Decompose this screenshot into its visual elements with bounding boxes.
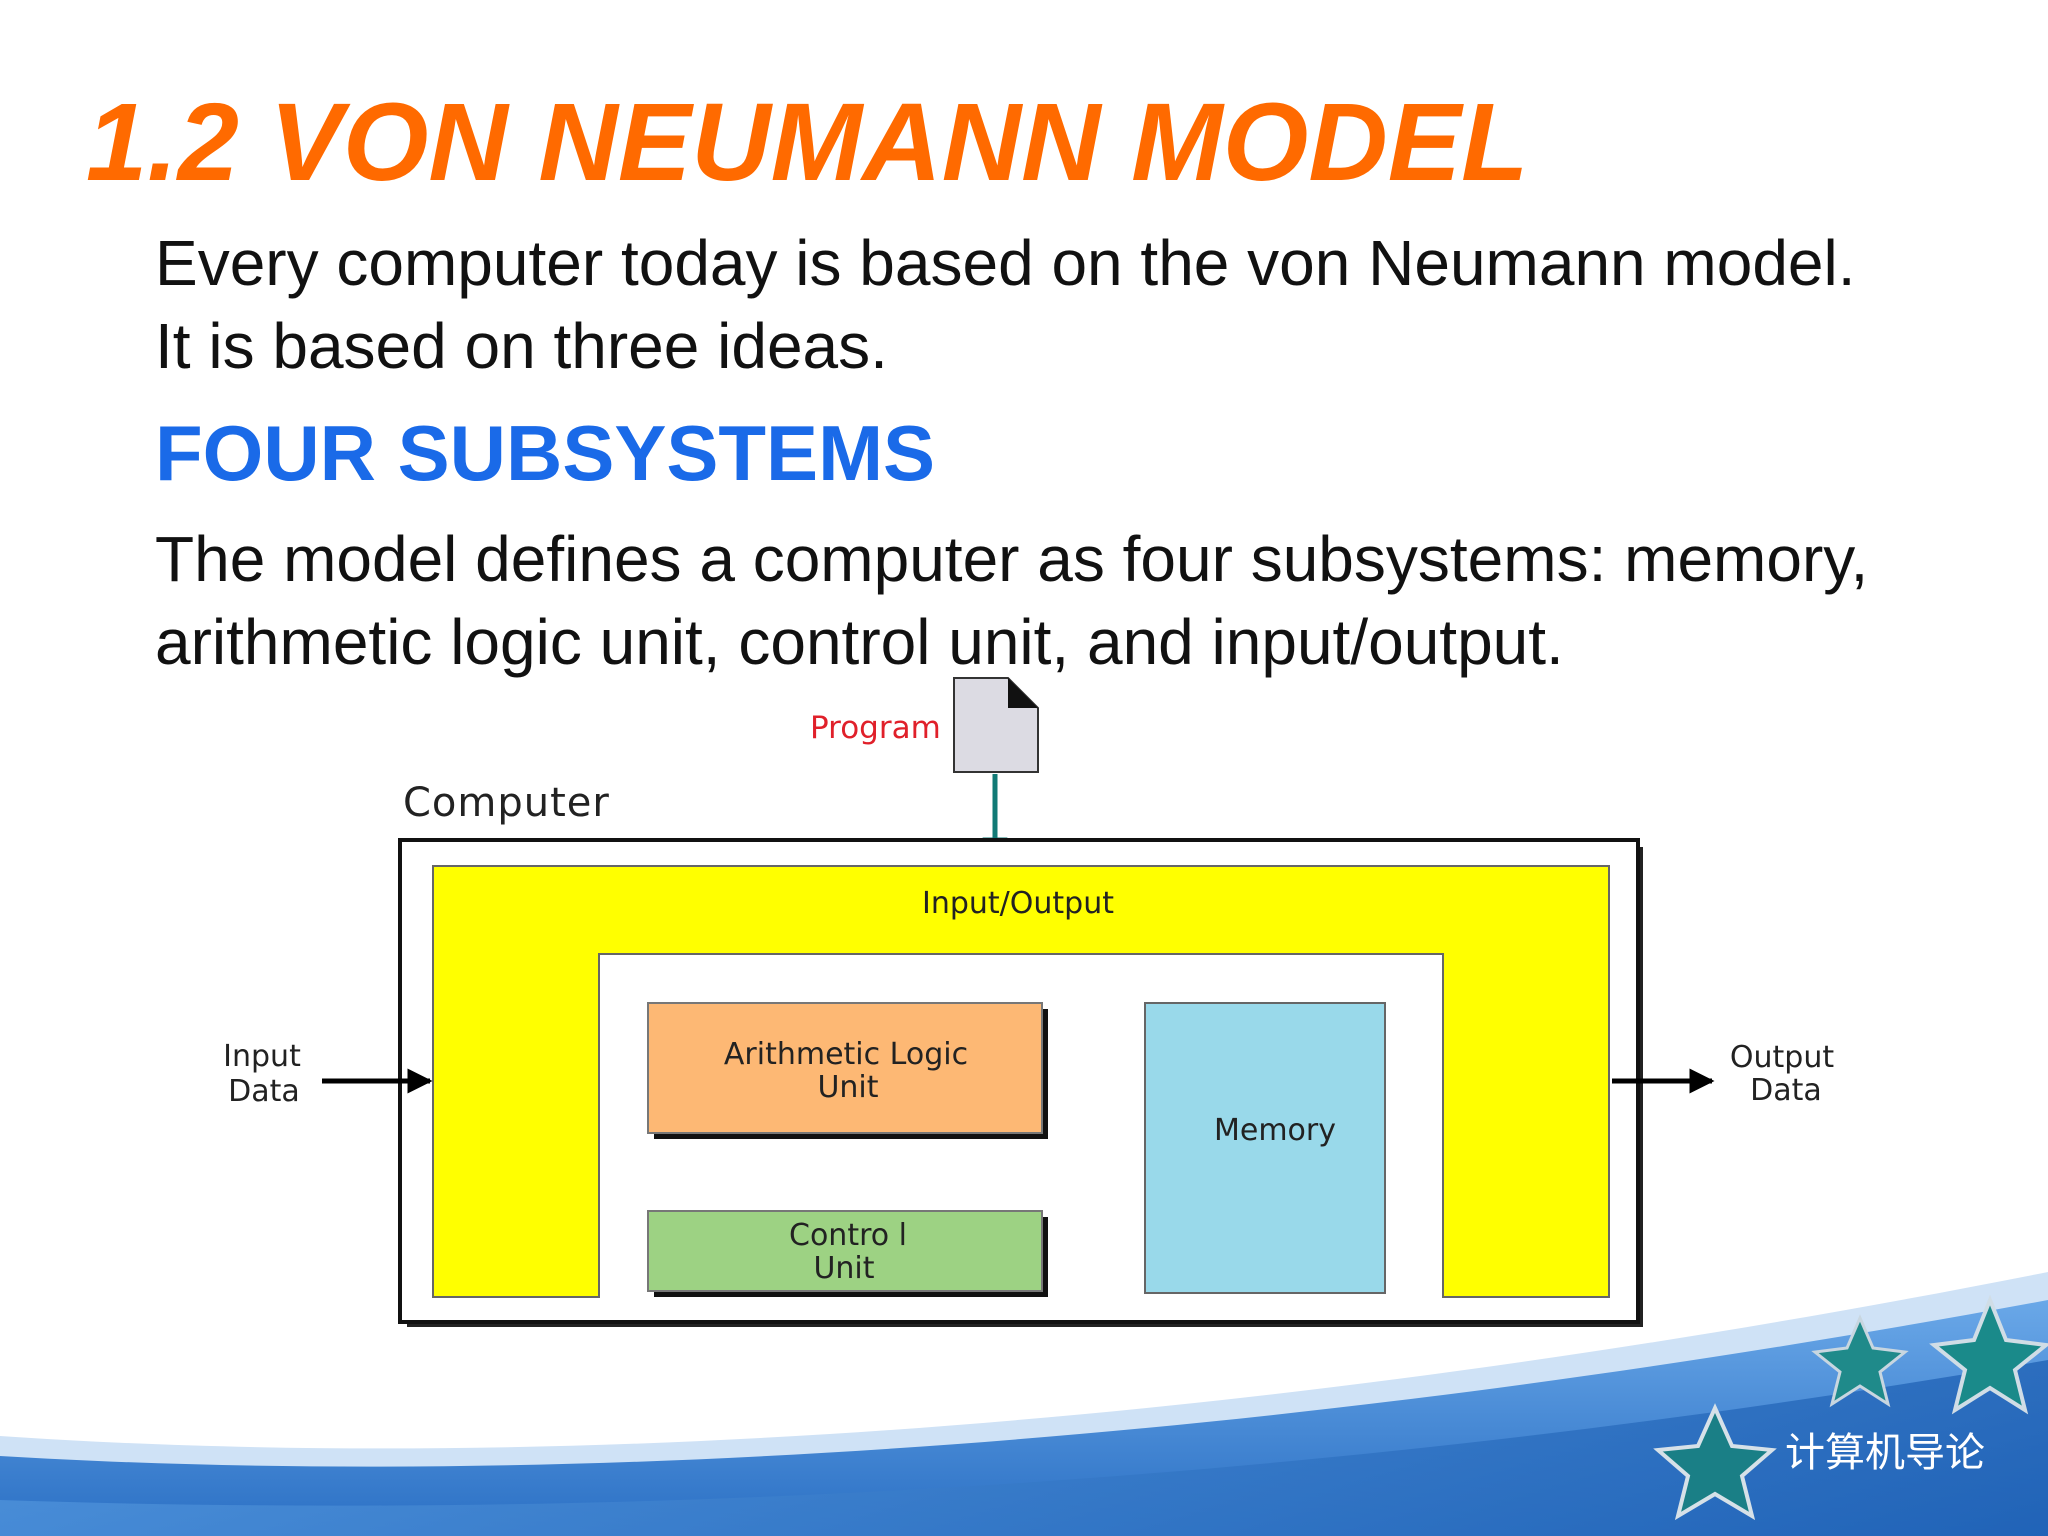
computer-label: Computer bbox=[403, 780, 610, 826]
slide-title: 1.2 VON NEUMANN MODEL bbox=[86, 81, 1529, 204]
memory-unit bbox=[1144, 1002, 1386, 1294]
star-decoration-icon bbox=[1653, 1294, 2048, 1521]
control-unit-label-line-2: Unit bbox=[813, 1251, 874, 1286]
footer-swoosh-dark bbox=[0, 1360, 2048, 1536]
input-data-label-line-2: Data bbox=[228, 1074, 300, 1109]
alu-label-line-2: Unit bbox=[817, 1070, 878, 1105]
intro-line-2: It is based on three ideas. bbox=[155, 310, 888, 382]
output-data-label-line-2: Data bbox=[1750, 1073, 1822, 1108]
program-label: Program bbox=[810, 710, 941, 746]
intro-line-1: Every computer today is based on the von… bbox=[155, 227, 1856, 299]
body-line-1: The model defines a computer as four sub… bbox=[155, 523, 1869, 595]
intro-paragraph: Every computer today is based on the von… bbox=[155, 222, 1856, 388]
section-subheading: FOUR SUBSYSTEMS bbox=[155, 409, 936, 497]
course-footer-label: 计算机导论 bbox=[1785, 1430, 1985, 1476]
arithmetic-logic-unit bbox=[647, 1002, 1048, 1139]
program-document-icon bbox=[953, 677, 1039, 773]
input-output-label: Input/Output bbox=[922, 886, 1114, 921]
control-unit bbox=[647, 1210, 1048, 1297]
body-line-2: arithmetic logic unit, control unit, and… bbox=[155, 606, 1564, 678]
output-data-label-line-1: Output bbox=[1730, 1040, 1834, 1075]
control-unit-label-line-1: Contro l bbox=[789, 1218, 907, 1253]
memory-label: Memory bbox=[1214, 1113, 1336, 1148]
body-paragraph: The model defines a computer as four sub… bbox=[155, 518, 1868, 684]
alu-label-line-1: Arithmetic Logic bbox=[724, 1037, 968, 1072]
input-output-unit bbox=[432, 865, 1610, 1298]
input-data-label-line-1: Input bbox=[223, 1039, 301, 1074]
